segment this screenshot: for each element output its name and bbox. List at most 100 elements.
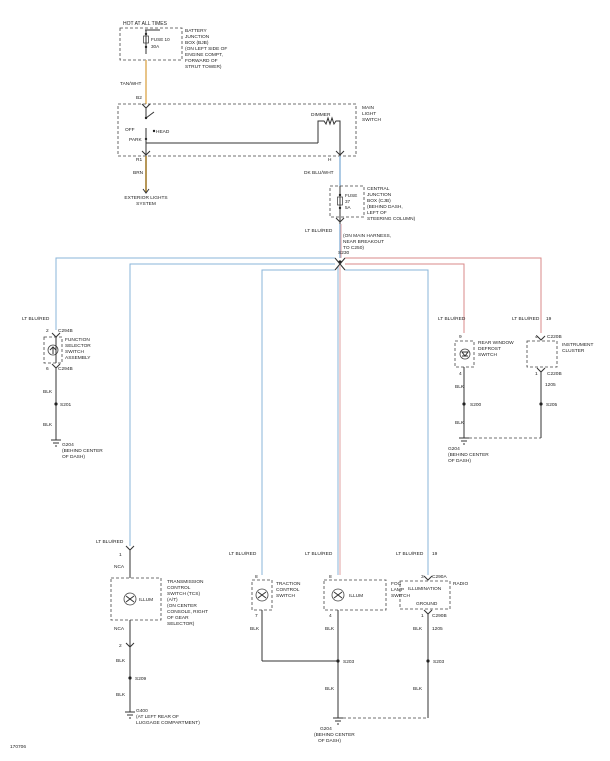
svg-text:SWITCH: SWITCH	[478, 352, 497, 358]
svg-text:GROUND: GROUND	[416, 601, 438, 607]
svg-text:BOX (CJB): BOX (CJB)	[367, 198, 391, 204]
svg-text:C290B: C290B	[432, 613, 447, 619]
svg-text:JUNCTION: JUNCTION	[367, 192, 392, 198]
svg-text:BLK: BLK	[455, 420, 465, 426]
svg-text:OF DASH): OF DASH)	[448, 458, 471, 464]
fuse37-label: FUSE	[345, 193, 357, 198]
svg-text:ENGINE COMPT,: ENGINE COMPT,	[185, 52, 223, 58]
svg-text:FOG: FOG	[391, 581, 402, 587]
svg-text:OF GEAR: OF GEAR	[167, 615, 189, 621]
bjb-description: BATTERY JUNCTION BOX (BJB) (ON LEFT SIDE…	[185, 28, 227, 70]
svg-text:MAIN: MAIN	[362, 105, 375, 111]
svg-text:8: 8	[255, 574, 258, 580]
svg-text:NEAR BREAKOUT: NEAR BREAKOUT	[343, 239, 384, 245]
hot-at-all-times-label: HOT AT ALL TIMES	[123, 21, 168, 27]
head-label: HEAD	[156, 129, 170, 135]
svg-text:ILLUMINATION: ILLUMINATION	[408, 586, 442, 592]
tan-wht-label: TAN/WHT	[120, 81, 142, 87]
fuse37-num: 37	[345, 199, 351, 204]
svg-text:BLK: BLK	[43, 422, 53, 428]
svg-text:DEFROST: DEFROST	[478, 346, 501, 352]
svg-text:NCA: NCA	[114, 564, 125, 570]
svg-text:TO C250): TO C250)	[343, 245, 364, 251]
svg-text:LEFT OF: LEFT OF	[367, 210, 387, 216]
svg-text:BLK: BLK	[116, 692, 126, 698]
svg-text:CENTRAL: CENTRAL	[367, 186, 390, 192]
svg-text:BLK: BLK	[413, 686, 423, 692]
svg-text:(ON MAIN HARNESS,: (ON MAIN HARNESS,	[343, 233, 391, 239]
svg-text:LUGGAGE COMPARTMENT): LUGGAGE COMPARTMENT)	[136, 720, 200, 726]
traction-control-switch: LT BLU/RED 8 TRACTION CONTROL SWITCH 7 B…	[229, 551, 338, 662]
svg-text:S200: S200	[470, 402, 482, 408]
svg-text:G400: G400	[136, 708, 148, 714]
svg-text:LIGHT: LIGHT	[362, 111, 376, 117]
svg-text:9: 9	[459, 334, 462, 340]
svg-text:ILLUM: ILLUM	[139, 597, 153, 603]
fs-wire-label: LT BLU/RED	[22, 316, 50, 322]
svg-text:(BEHIND CENTER: (BEHIND CENTER	[448, 452, 489, 458]
svg-text:G204: G204	[320, 726, 332, 732]
fuse10-amp: 30A	[151, 44, 160, 49]
svg-text:TRANSMISSION: TRANSMISSION	[167, 579, 204, 585]
svg-text:G204: G204	[62, 442, 74, 448]
svg-text:SELECTOR: SELECTOR	[65, 343, 91, 349]
main-light-switch-title: MAIN LIGHT SWITCH	[362, 105, 381, 123]
lt-blu-red-main-label: LT BLU/RED	[305, 228, 333, 234]
off-label: OFF	[125, 127, 135, 133]
pin-r1: R1	[136, 157, 142, 163]
svg-text:3: 3	[421, 574, 424, 580]
svg-text:(AT LEFT REAR OF: (AT LEFT REAR OF	[136, 714, 179, 720]
rear-window-defrost-switch: LT BLU/RED 9 REAR WINDOW DEFROST SWITCH …	[438, 316, 541, 464]
park-label: PARK	[129, 137, 143, 143]
svg-text:SWITCH (TCS): SWITCH (TCS)	[167, 591, 200, 597]
svg-text:REAR WINDOW: REAR WINDOW	[478, 340, 514, 346]
svg-text:(ON CENTER: (ON CENTER	[167, 603, 197, 609]
svg-text:CLUSTER: CLUSTER	[562, 348, 585, 354]
svg-text:1205: 1205	[545, 382, 556, 388]
svg-text:6: 6	[46, 366, 49, 372]
svg-text:LT BLU/RED: LT BLU/RED	[305, 551, 333, 557]
svg-text:LT BLU/RED: LT BLU/RED	[512, 316, 540, 322]
central-junction-box: FUSE 37 5A CENTRAL JUNCTION BOX (CJB) (B…	[329, 185, 416, 224]
svg-text:C290A: C290A	[432, 574, 447, 580]
radio: LT BLU/RED 19 3 C290A RADIO ILLUMINATION…	[396, 551, 468, 718]
svg-text:C294B: C294B	[58, 328, 73, 334]
svg-text:SWITCH: SWITCH	[362, 117, 381, 123]
svg-text:CONTROL: CONTROL	[276, 587, 300, 593]
svg-text:STRUT TOWER): STRUT TOWER)	[185, 64, 222, 70]
svg-text:EXTERIOR LIGHTS: EXTERIOR LIGHTS	[124, 195, 167, 201]
svg-text:SELECTOR): SELECTOR)	[167, 621, 195, 627]
svg-text:1205: 1205	[432, 626, 443, 632]
svg-text:1: 1	[421, 613, 424, 619]
svg-text:SYSTEM: SYSTEM	[136, 201, 156, 207]
svg-text:INSTRUMENT: INSTRUMENT	[562, 342, 594, 348]
svg-text:S201: S201	[60, 402, 72, 408]
svg-text:BOX (BJB): BOX (BJB)	[185, 40, 209, 46]
svg-text:OF DASH): OF DASH)	[62, 454, 85, 460]
svg-text:BLK: BLK	[43, 389, 53, 395]
svg-text:OF DASH): OF DASH)	[318, 738, 341, 744]
svg-text:8: 8	[329, 574, 332, 580]
svg-text:BLK: BLK	[325, 626, 335, 632]
svg-text:LT BLU/RED: LT BLU/RED	[396, 551, 424, 557]
svg-text:BLK: BLK	[413, 626, 423, 632]
svg-text:NCA: NCA	[114, 626, 125, 632]
s230-label: S230	[338, 250, 350, 256]
svg-text:(BEHIND DASH,: (BEHIND DASH,	[367, 204, 403, 210]
svg-text:C294B: C294B	[58, 366, 73, 372]
svg-text:SWITCH: SWITCH	[65, 349, 84, 355]
svg-text:(ON LEFT SIDE OF: (ON LEFT SIDE OF	[185, 46, 227, 52]
svg-text:C220B: C220B	[547, 371, 562, 377]
svg-text:SWITCH: SWITCH	[391, 593, 410, 599]
svg-text:2: 2	[46, 328, 49, 334]
function-selector-switch: LT BLU/RED 2 C294B FUNCTION SELECTOR SWI…	[22, 316, 103, 460]
svg-text:4: 4	[535, 334, 538, 340]
battery-junction-box: HOT AT ALL TIMES FUSE 10 30A BATTERY JUN…	[119, 21, 227, 70]
svg-text:2: 2	[119, 643, 122, 649]
dkblu-wht-label: DK BLU/WHT	[304, 170, 334, 176]
svg-text:4: 4	[459, 371, 462, 377]
svg-text:LT BLU/RED: LT BLU/RED	[229, 551, 257, 557]
svg-text:JUNCTION: JUNCTION	[185, 34, 210, 40]
svg-text:(BEHIND CENTER: (BEHIND CENTER	[62, 448, 103, 454]
